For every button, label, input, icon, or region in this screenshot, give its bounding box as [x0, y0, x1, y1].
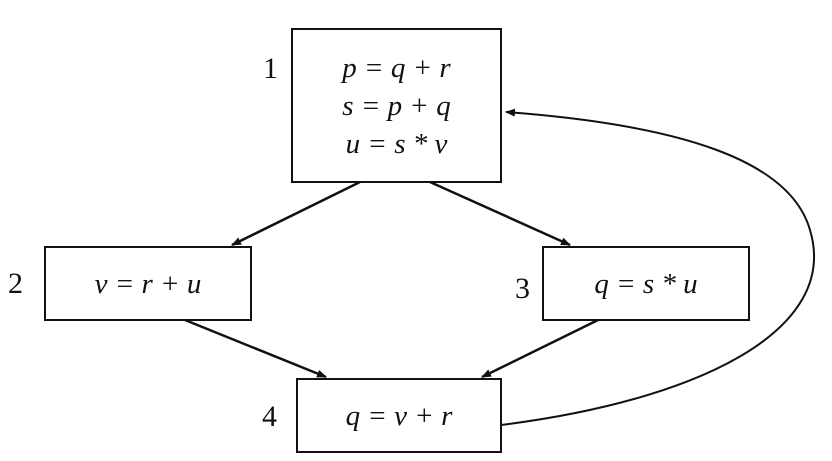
- node-label-2: 2: [8, 267, 23, 300]
- statement: s = p + q: [342, 89, 451, 122]
- node-label-3: 3: [515, 272, 530, 305]
- node-1: p = q + r s = p + q u = s * v: [291, 28, 502, 183]
- node-3: q = s * u: [542, 246, 750, 321]
- node-4: q = v + r: [296, 378, 502, 453]
- node-label-1: 1: [263, 52, 278, 85]
- node-2: v = r + u: [44, 246, 252, 321]
- edge-2-4: [184, 318, 327, 379]
- statement: u = s * v: [345, 127, 448, 160]
- edge-1-3: [429, 180, 571, 247]
- edge-3-4: [481, 318, 599, 379]
- node-label-4: 4: [262, 400, 277, 433]
- statement: v = r + u: [94, 267, 202, 300]
- edge-4-1-backedge: [500, 108, 816, 426]
- edge-1-2: [231, 180, 361, 247]
- statement: q = s * u: [594, 267, 698, 300]
- statement: q = v + r: [345, 399, 453, 432]
- statement: p = q + r: [342, 51, 451, 84]
